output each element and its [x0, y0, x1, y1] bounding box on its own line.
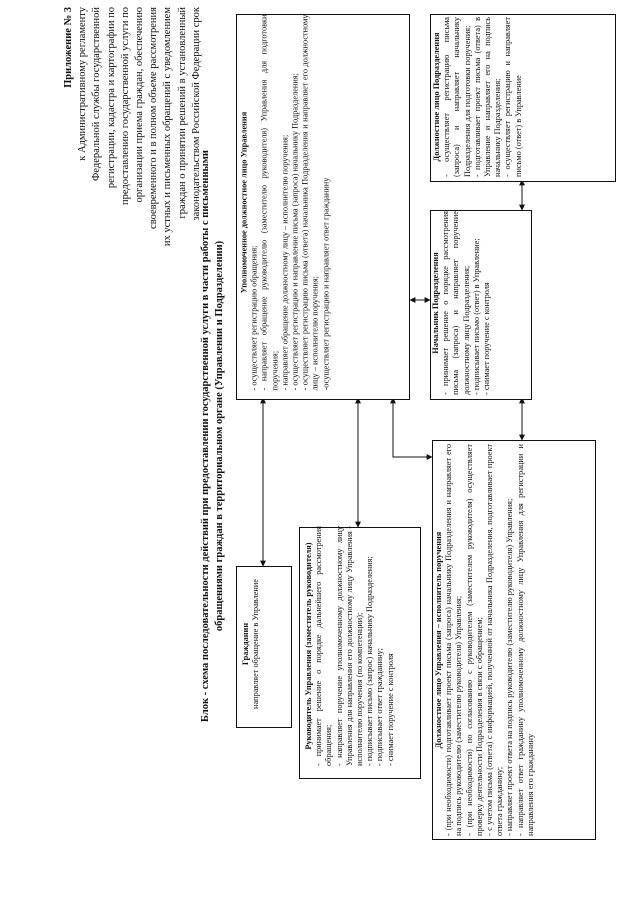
head-of-subdivision-box: Начальник Подразделения - принимает реше… [430, 210, 532, 400]
arrow-authorized-executor [390, 397, 433, 460]
head-of-department-line: - снимает поручение с контроля [385, 653, 395, 766]
head-of-subdivision-line: - снимает поручение с контроля [482, 282, 492, 395]
authorized-official-title: Уполномоченное должностное лицо Управлен… [239, 111, 249, 294]
authorized-official-line: - осуществляет регистрацию и направление… [290, 73, 300, 391]
citizen-box: Гражданин направляет обращение в Управле… [236, 566, 292, 728]
executor-official-line: - (при необходимости) по согласованию с … [464, 444, 484, 836]
head-of-subdivision-text: Начальник Подразделения - принимает реше… [431, 211, 527, 395]
executor-official-title: Должностное лицо Управления – исполнител… [434, 531, 443, 749]
subdivision-official-text: Должностное лицо Подразделения - осущест… [432, 17, 614, 177]
executor-official-box: Должностное лицо Управления – исполнител… [432, 440, 596, 840]
head-of-subdivision-title: Начальник Подразделения [431, 252, 440, 354]
head-of-department-text: Руководитель Управления (заместитель рук… [304, 526, 416, 766]
citizen-title: Гражданин [241, 622, 250, 666]
subdivision-official-line: - осуществляет регистрацию и направляет … [503, 17, 523, 177]
executor-official-text: Должностное лицо Управления – исполнител… [434, 444, 592, 836]
subdivision-official-box: Должностное лицо Подразделения - осущест… [430, 14, 616, 182]
head-of-department-line: - принимает решение о порядке дальнейшег… [314, 526, 334, 766]
authorized-official-line: - направляет обращение руководителю (зам… [259, 14, 280, 391]
head-of-department-title: Руководитель Управления (заместитель рук… [304, 542, 313, 750]
authorized-official-line: - осуществляет регистрацию письма (ответ… [300, 14, 320, 391]
executor-official-line: - направляет проект ответа на подпись ру… [505, 498, 515, 836]
head-of-department-line: - подписывает письмо (запрос) начальнику… [365, 556, 375, 766]
head-of-department-box: Руководитель Управления (заместитель рук… [299, 526, 421, 779]
executor-official-line: - с учетом письма (ответа) с информацией… [485, 444, 505, 836]
subdivision-official-title: Должностное лицо Подразделения [432, 32, 441, 162]
authorized-official-box: Уполномоченное должностное лицо Управлен… [236, 14, 410, 400]
executor-official-line: - направляет ответ гражданину уполномоче… [515, 444, 535, 836]
head-of-subdivision-line: - подписывает письмо (ответ) в Управлени… [471, 238, 481, 395]
authorized-official-line: - осуществляет регистрацию обращения; [249, 245, 259, 391]
subdivision-official-line: - осуществляет регистрацию письма (запро… [442, 17, 472, 177]
executor-official-line: - (при необходимости) подготавливает про… [444, 444, 464, 836]
citizen-line: направляет обращение в Управление [251, 579, 261, 709]
citizen-box-text: Гражданин направляет обращение в Управле… [241, 569, 289, 719]
head-of-department-line: - направляет поручение уполномоченному д… [334, 526, 365, 766]
authorized-official-line: - направляет обращение должностному лицу… [280, 134, 290, 391]
authorized-official-line: -осуществляет регистрацию и направляет о… [321, 177, 331, 391]
head-of-department-line: - подписывает ответ гражданину; [375, 648, 385, 766]
subdivision-official-line: - подготавливает проект письма (ответа) … [472, 17, 503, 177]
head-of-subdivision-line: - принимает решение о порядке рассмотрен… [441, 211, 471, 395]
authorized-official-text: Уполномоченное должностное лицо Управлен… [240, 15, 405, 391]
